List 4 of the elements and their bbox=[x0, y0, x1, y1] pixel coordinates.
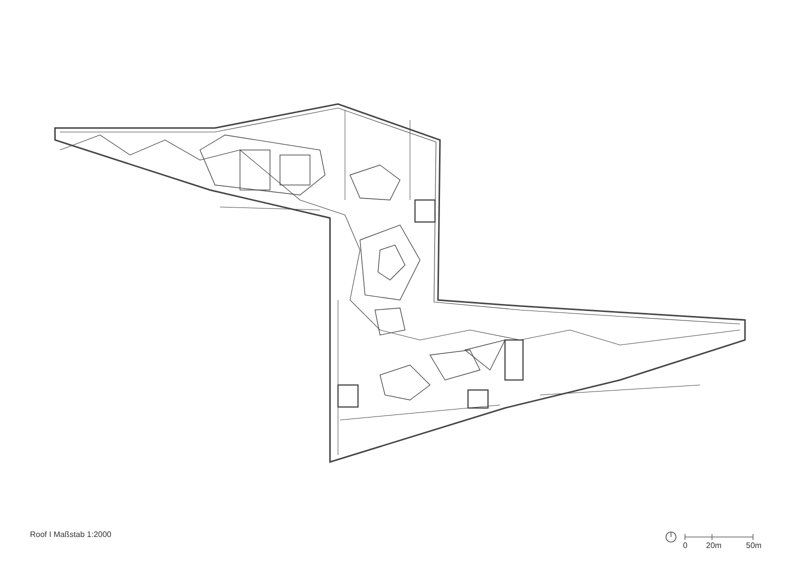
scale-label: 50m bbox=[746, 541, 762, 551]
scale-label: 20m bbox=[706, 541, 722, 551]
caption: Roof I Maßstab 1:2000 bbox=[30, 530, 112, 540]
scale-label: 0 bbox=[683, 541, 688, 551]
